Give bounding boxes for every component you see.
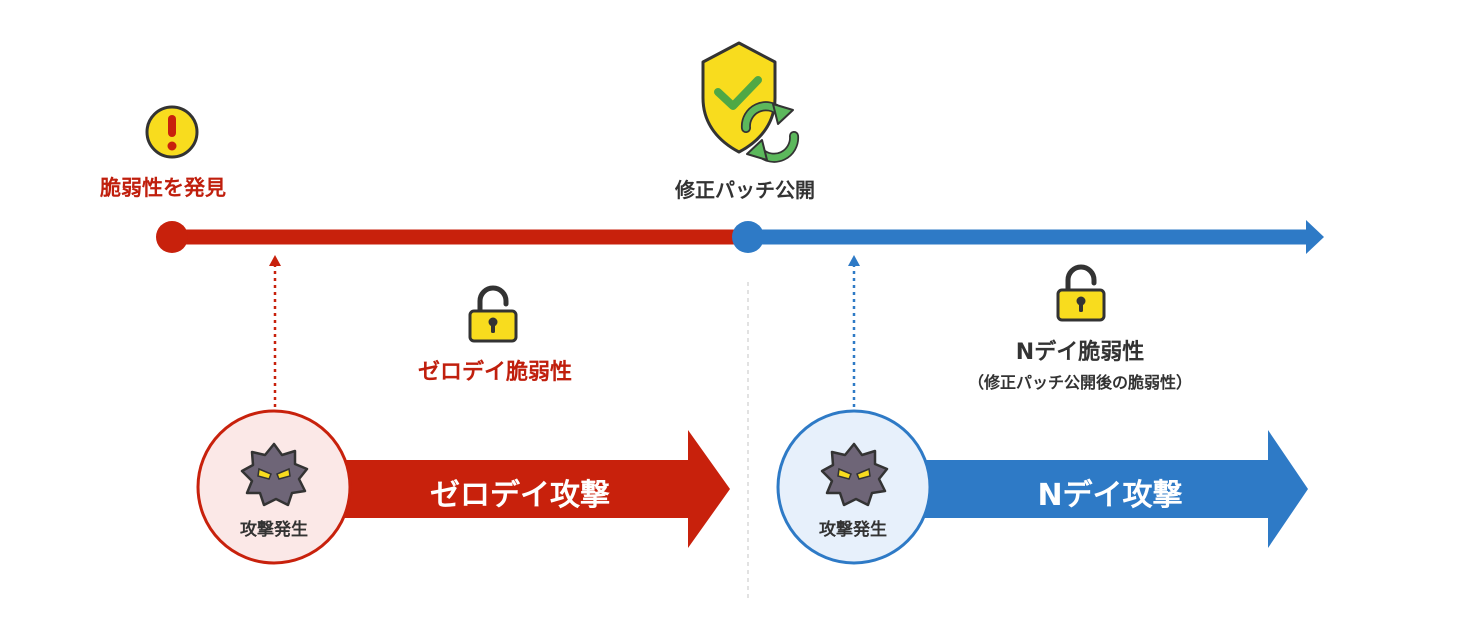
nday-attack-arrow (910, 430, 1308, 548)
attack-pointer-blue (848, 255, 860, 407)
zeroday-unlocked-padlock-icon (468, 285, 518, 343)
timeline (156, 220, 1324, 254)
zeroday-attack-label: ゼロデイ攻撃 (430, 478, 610, 513)
attack-origin-label: 攻撃発生 (819, 520, 887, 540)
nday-unlocked-padlock-icon (1056, 264, 1106, 322)
virus-icon (240, 442, 309, 507)
timeline-start-dot (156, 221, 188, 253)
vuln-discovered-label: 脆弱性を発見 (100, 176, 226, 200)
nday-attack-label: Nデイ攻撃 (1037, 478, 1183, 513)
patch-released-label: 修正パッチ公開 (675, 178, 815, 202)
shield-check-refresh-icon (701, 41, 800, 163)
nday-vuln-sublabel: （修正パッチ公開後の脆弱性） (967, 373, 1192, 392)
nday-vuln-label: Nデイ脆弱性 (1015, 340, 1145, 365)
virus-icon (820, 442, 889, 507)
zeroday-vuln-label: ゼロデイ脆弱性 (417, 360, 572, 385)
timeline-patch-dot (732, 221, 764, 253)
zeroday-attack-arrow (330, 430, 730, 548)
attack-pointer-red (269, 255, 281, 407)
timeline-arrowhead (1306, 220, 1324, 254)
attack-origin-label: 攻撃発生 (240, 520, 308, 540)
warning-icon (145, 105, 199, 159)
